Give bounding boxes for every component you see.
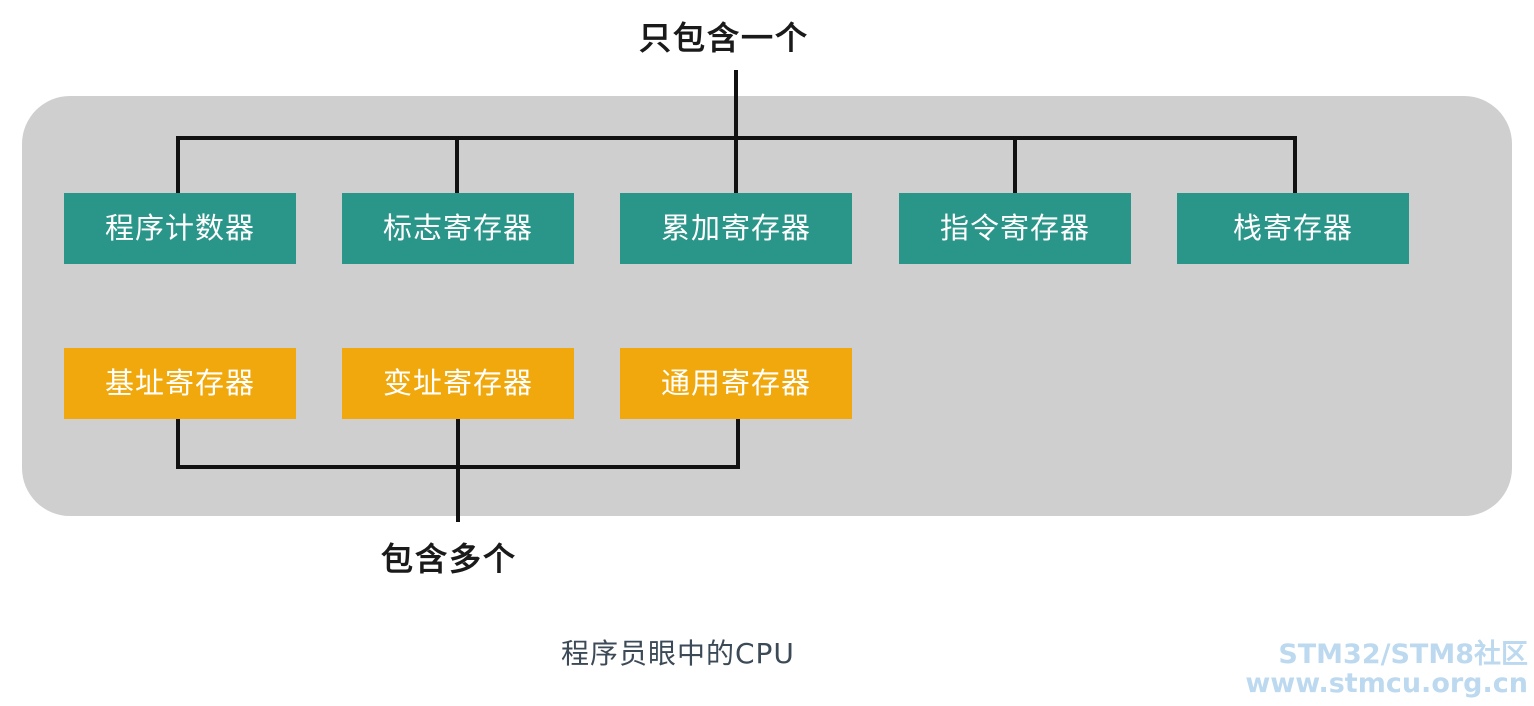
bottom-riser-line-3: [736, 419, 740, 469]
bottom-annotation-label: 包含多个: [381, 540, 518, 578]
register-box-label: 标志寄存器: [382, 211, 533, 245]
watermark-line-2: www.stmcu.org.cn: [1245, 667, 1528, 699]
register-box-program-counter[interactable]: 程序计数器: [64, 193, 296, 264]
register-box-label: 变址寄存器: [382, 366, 533, 400]
register-box-general-purpose-register[interactable]: 通用寄存器: [620, 348, 852, 419]
top-annotation-stem-line: [734, 70, 738, 194]
register-box-stack-register[interactable]: 栈寄存器: [1177, 193, 1409, 264]
bottom-annotation-stem-line: [456, 419, 460, 522]
register-box-instruction-register[interactable]: 指令寄存器: [899, 193, 1131, 264]
site-watermark: STM32/STM8社区 www.stmcu.org.cn: [1245, 639, 1528, 699]
top-bus-line: [176, 136, 1297, 140]
register-box-label: 通用寄存器: [660, 366, 811, 400]
top-drop-line-4: [1013, 136, 1017, 194]
register-box-index-register[interactable]: 变址寄存器: [342, 348, 574, 419]
top-drop-line-1: [176, 136, 180, 194]
bottom-riser-line-1: [176, 419, 180, 469]
diagram-caption: 程序员眼中的CPU: [561, 637, 795, 670]
top-annotation-label: 只包含一个: [639, 19, 810, 57]
register-box-base-register[interactable]: 基址寄存器: [64, 348, 296, 419]
register-box-label: 基址寄存器: [104, 366, 255, 400]
cpu-boundary-container: [22, 96, 1512, 516]
watermark-line-1: STM32/STM8社区: [1278, 639, 1528, 671]
top-drop-line-2: [455, 136, 459, 194]
register-box-flag-register[interactable]: 标志寄存器: [342, 193, 574, 264]
register-box-label: 累加寄存器: [660, 211, 811, 245]
register-box-accumulator-register[interactable]: 累加寄存器: [620, 193, 852, 264]
register-box-label: 程序计数器: [104, 211, 255, 245]
register-box-label: 栈寄存器: [1232, 211, 1353, 245]
register-box-label: 指令寄存器: [939, 211, 1090, 245]
top-drop-line-5: [1293, 136, 1297, 194]
